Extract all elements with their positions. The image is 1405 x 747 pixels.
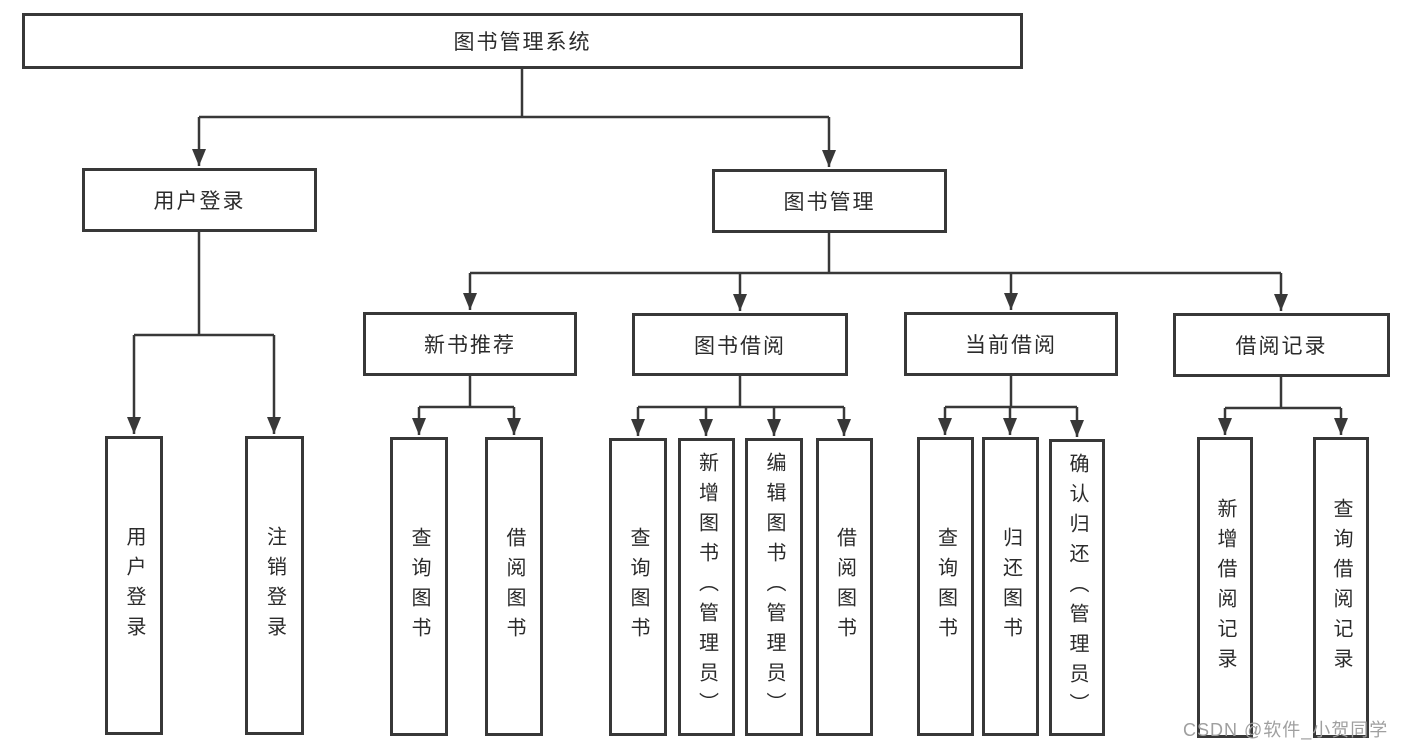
node-book-management-label: 图书管理: [783, 191, 876, 214]
leaf-query-books-recommend: 查询图书: [390, 437, 448, 736]
node-book-borrowing: 图书借阅: [632, 313, 848, 376]
leaf-borrow-books-borrowing-label: 借阅图书: [833, 527, 856, 647]
leaf-edit-book-admin-label: 编辑图书（管理员）: [763, 452, 785, 722]
leaf-logout-label: 注销登录: [263, 525, 286, 646]
leaf-query-books-current: 查询图书: [917, 437, 974, 736]
leaf-edit-book-admin: 编辑图书（管理员）: [745, 438, 803, 736]
node-user-login: 用户登录: [82, 168, 317, 232]
leaf-add-borrow-record: 新增借阅记录: [1197, 437, 1253, 738]
leaf-query-books-recommend-label: 查询图书: [408, 526, 430, 647]
leaf-confirm-return-admin-label: 确认归还（管理员）: [1066, 452, 1088, 723]
watermark: CSDN @软件_小贺同学: [1183, 720, 1389, 740]
node-root: 图书管理系统: [22, 13, 1023, 69]
leaf-user-login: 用户登录: [105, 436, 163, 735]
leaf-query-books-current-label: 查询图书: [934, 526, 957, 647]
leaf-user-login-label: 用户登录: [123, 525, 145, 646]
leaf-add-borrow-record-label: 新增借阅记录: [1214, 497, 1236, 678]
leaf-query-books-borrowing: 查询图书: [609, 438, 667, 736]
leaf-add-book-admin: 新增图书（管理员）: [678, 438, 735, 736]
node-borrowing-records: 借阅记录: [1173, 313, 1390, 377]
node-borrowing-records-label: 借阅记录: [1235, 335, 1328, 358]
leaf-borrow-books-borrowing: 借阅图书: [816, 438, 873, 736]
node-book-management: 图书管理: [712, 169, 947, 233]
leaf-return-book: 归还图书: [982, 437, 1039, 736]
leaf-confirm-return-admin: 确认归还（管理员）: [1049, 439, 1105, 736]
leaf-return-book-label: 归还图书: [999, 526, 1022, 647]
leaf-borrow-books-recommend-label: 借阅图书: [503, 526, 525, 647]
node-user-login-label: 用户登录: [153, 190, 246, 213]
node-new-book-recommend: 新书推荐: [363, 312, 577, 376]
leaf-query-borrow-record: 查询借阅记录: [1313, 437, 1369, 738]
leaf-add-book-admin-label: 新增图书（管理员）: [695, 452, 718, 722]
node-current-borrowing: 当前借阅: [904, 312, 1118, 376]
node-root-label: 图书管理系统: [453, 31, 592, 54]
leaf-borrow-books-recommend: 借阅图书: [485, 437, 543, 736]
node-book-borrowing-label: 图书借阅: [694, 334, 786, 358]
leaf-logout: 注销登录: [245, 436, 304, 735]
node-new-book-recommend-label: 新书推荐: [424, 334, 516, 357]
leaf-query-borrow-record-label: 查询借阅记录: [1330, 497, 1352, 678]
leaf-query-books-borrowing-label: 查询图书: [627, 527, 649, 647]
node-current-borrowing-label: 当前借阅: [965, 334, 1057, 357]
